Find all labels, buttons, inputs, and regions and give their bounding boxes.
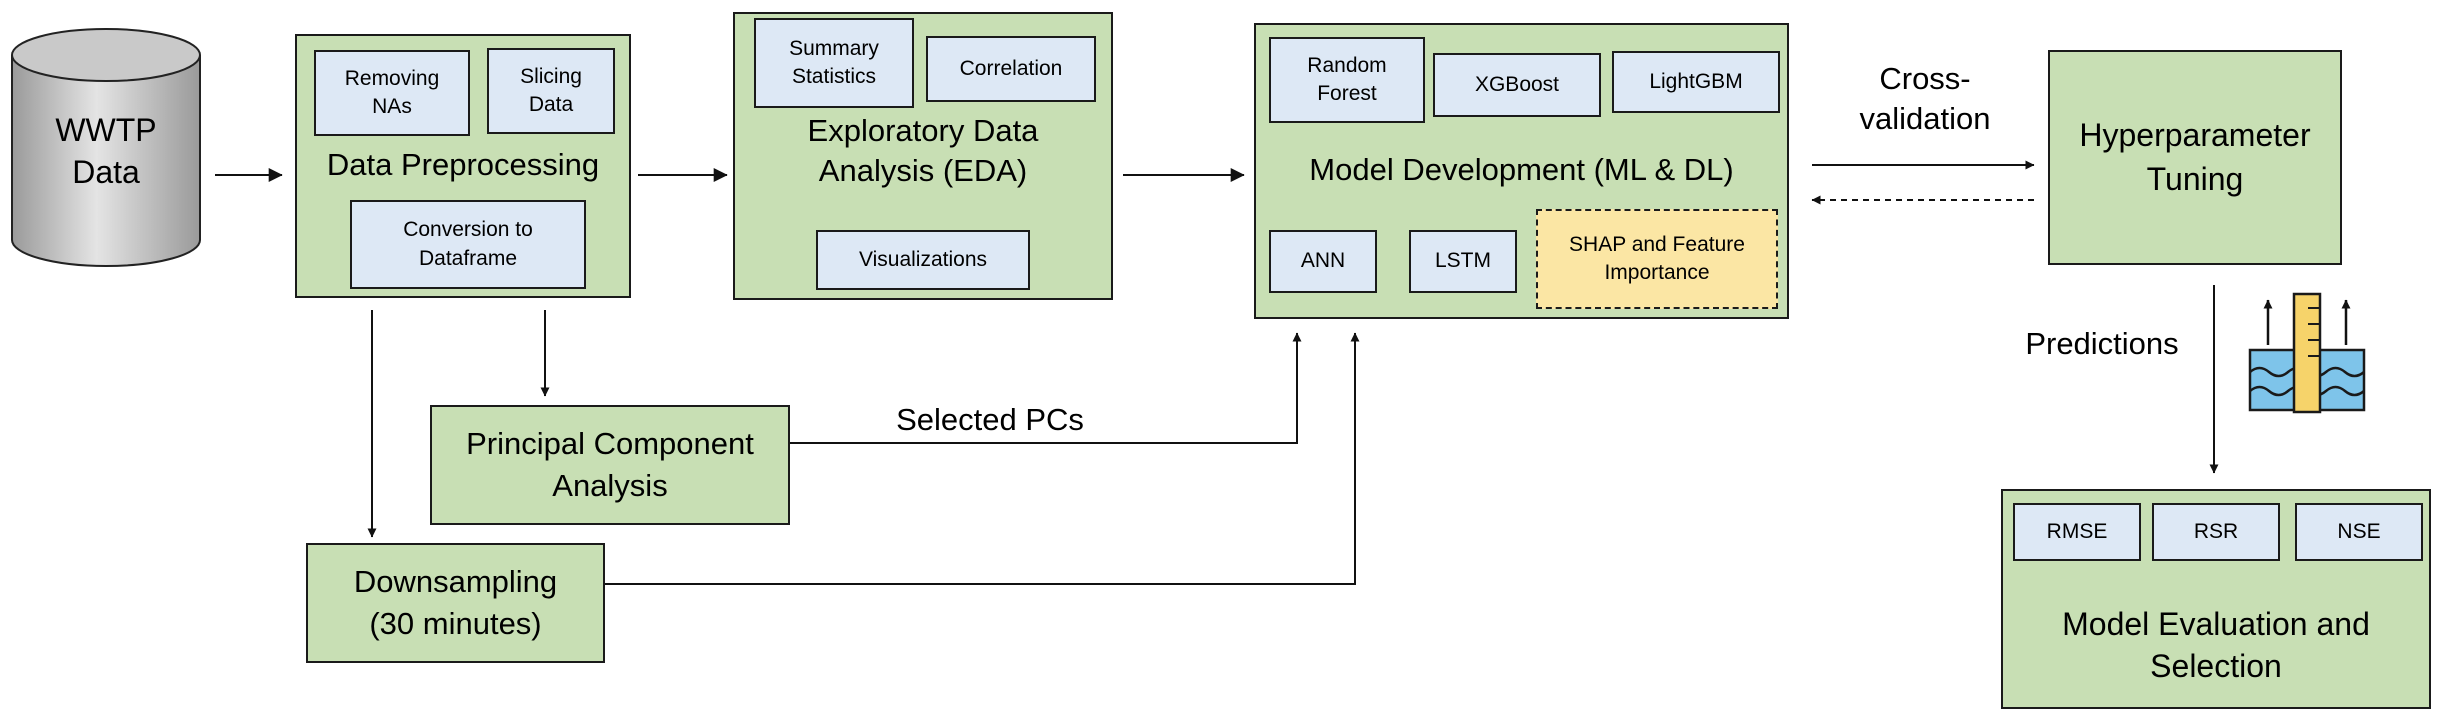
- water-level-gauge-icon: [2248, 292, 2366, 414]
- arrow-pca-to-model: [790, 332, 1302, 444]
- summary-statistics-box: Summary Statistics: [754, 18, 914, 108]
- removing-nas-box: Removing NAs: [314, 50, 470, 136]
- shap-feature-importance-box: SHAP and Feature Importance: [1536, 209, 1778, 309]
- lightgbm-box: LightGBM: [1612, 51, 1780, 113]
- wwtp-data-label: WWTP Data: [55, 112, 157, 190]
- selected-pcs-label: Selected PCs: [896, 402, 1084, 437]
- model-development-title: Model Development (ML & DL): [1309, 152, 1734, 187]
- nse-box: NSE: [2295, 503, 2423, 561]
- database-cylinder-icon: [11, 28, 201, 267]
- conversion-to-dataframe-box: Conversion to Dataframe: [350, 200, 586, 289]
- visualizations-box: Visualizations: [816, 230, 1030, 290]
- correlation-box: Correlation: [926, 36, 1096, 102]
- rmse-box: RMSE: [2013, 503, 2141, 561]
- random-forest-box: Random Forest: [1269, 37, 1425, 123]
- arrow-downsampling-to-model: [605, 332, 1360, 585]
- slicing-data-box: Slicing Data: [487, 48, 615, 134]
- pca-node: Principal Component Analysis: [430, 405, 790, 525]
- lstm-box: LSTM: [1409, 230, 1517, 293]
- xgboost-box: XGBoost: [1433, 53, 1601, 117]
- model-evaluation-title: Model Evaluation and Selection: [2062, 606, 2370, 684]
- cross-validation-label: Cross- validation: [1859, 61, 1991, 137]
- predictions-label: Predictions: [2025, 326, 2179, 361]
- rsr-box: RSR: [2152, 503, 2280, 561]
- hyperparameter-tuning-node: Hyperparameter Tuning: [2048, 50, 2342, 265]
- downsampling-node: Downsampling (30 minutes): [306, 543, 605, 663]
- data-preprocessing-title: Data Preprocessing: [326, 147, 600, 182]
- ann-box: ANN: [1269, 230, 1377, 293]
- eda-title: Exploratory Data Analysis (EDA): [807, 113, 1039, 189]
